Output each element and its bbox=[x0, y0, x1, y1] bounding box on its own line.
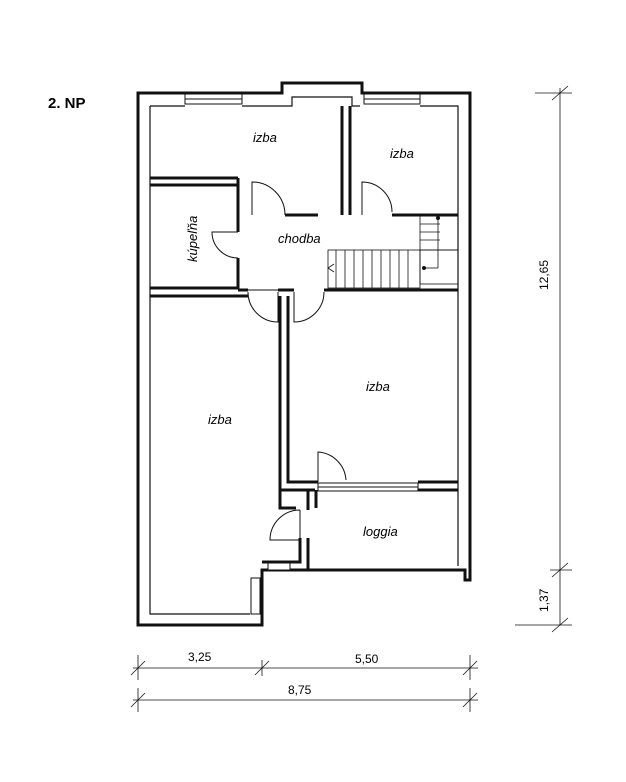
dimension-width-right: 5,50 bbox=[355, 652, 379, 666]
room-label-loggia: loggia bbox=[363, 524, 398, 539]
outer-walls bbox=[136, 81, 472, 627]
room-label-bedroom-middle: izba bbox=[366, 379, 390, 394]
dimension-lines bbox=[130, 85, 572, 712]
interior-walls bbox=[150, 106, 458, 570]
room-label-bedroom-left: izba bbox=[208, 412, 232, 427]
room-label-bedroom-top-left: izba bbox=[253, 130, 277, 145]
dimension-height-lower: 1,37 bbox=[537, 588, 551, 612]
doors bbox=[211, 181, 393, 541]
dimension-width-total: 8,75 bbox=[288, 683, 312, 697]
dimension-height-total: 12,65 bbox=[537, 260, 551, 290]
floor-title: 2. NP bbox=[48, 95, 86, 112]
dimension-width-left: 3,25 bbox=[188, 650, 212, 664]
staircase bbox=[327, 215, 459, 289]
room-label-bathroom: kúpeľňa bbox=[185, 216, 200, 262]
room-label-hallway: chodba bbox=[278, 231, 321, 246]
windows bbox=[184, 93, 421, 615]
room-label-bedroom-top-right: izba bbox=[390, 146, 414, 161]
